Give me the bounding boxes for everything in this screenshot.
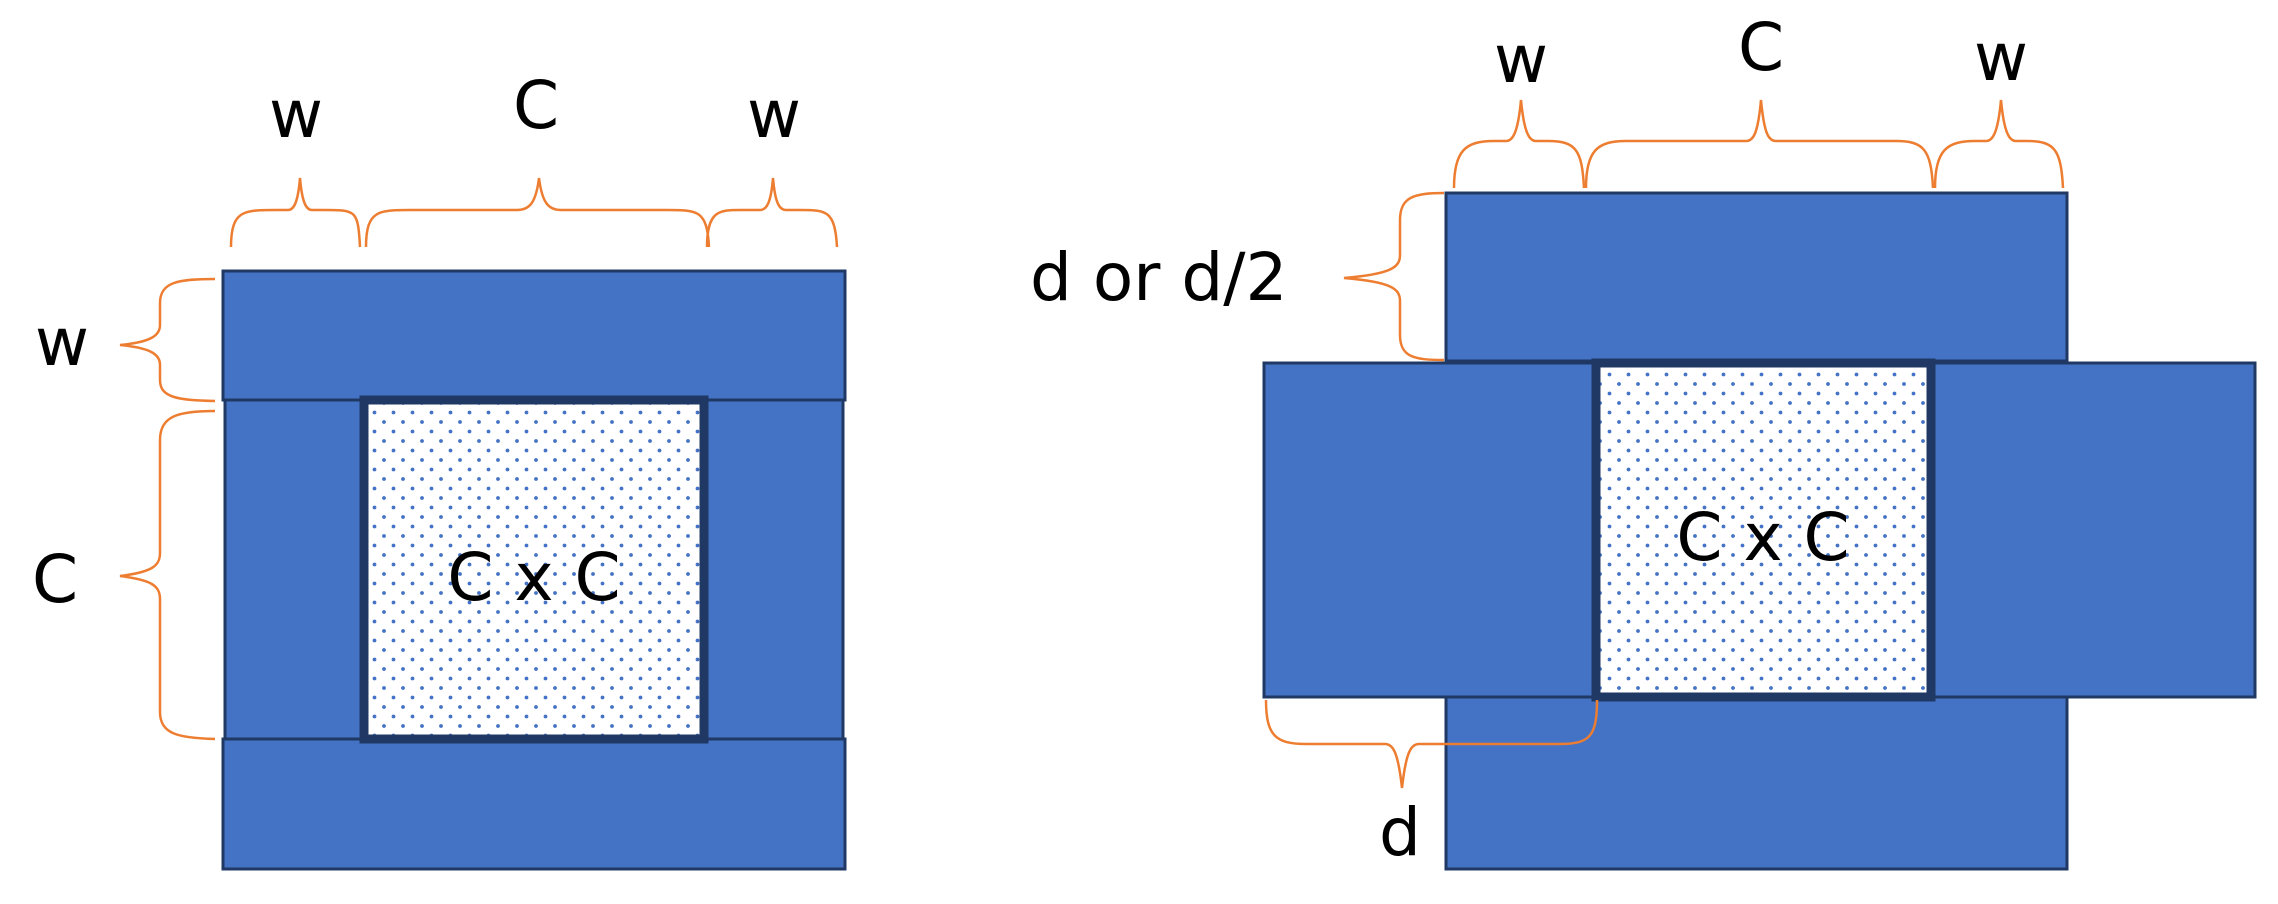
left-bottom-bar [221, 737, 847, 871]
left-top-brace-3 [705, 177, 839, 248]
right-left-bar [1262, 361, 1598, 699]
left-top-bar [221, 269, 847, 402]
left-side-brace-w [119, 277, 216, 403]
right-top-brace-1 [1452, 99, 1586, 189]
right-top-label-w2: w [1974, 19, 2028, 96]
right-top-label-w1: w [1494, 21, 1548, 98]
left-center-square [359, 395, 709, 744]
left-top-brace-1 [229, 177, 362, 248]
left-side-label-w: w [35, 304, 89, 381]
left-top-label-w2: w [747, 76, 801, 153]
right-top-brace-2 [1584, 99, 1935, 189]
right-side-label: d or d/2 [1030, 239, 1288, 316]
left-side-brace-c [119, 409, 216, 741]
left-center-label: C x C [447, 539, 620, 616]
right-bottom-label: d [1379, 794, 1421, 871]
right-bottom-brace-d [1264, 699, 1599, 789]
left-top-label-c: C [513, 67, 559, 144]
right-top-brace-3 [1933, 99, 2065, 189]
right-center-square [1591, 358, 1936, 702]
left-top-label-w1: w [269, 76, 323, 153]
right-center-label: C x C [1676, 499, 1849, 576]
left-side-label-c: C [32, 541, 78, 618]
left-left-bar [223, 398, 366, 741]
right-diagram: C x C w C w d or d/2 d [1030, 9, 2257, 871]
left-diagram: C x C w C w w C [32, 67, 847, 871]
right-bottom-bar [1444, 695, 2069, 871]
left-top-brace-2 [364, 177, 711, 248]
right-right-bar [1929, 361, 2257, 699]
right-top-bar [1444, 191, 2069, 363]
right-side-brace-d [1343, 191, 1445, 362]
right-top-label-c: C [1738, 9, 1784, 86]
left-right-bar [702, 398, 845, 741]
